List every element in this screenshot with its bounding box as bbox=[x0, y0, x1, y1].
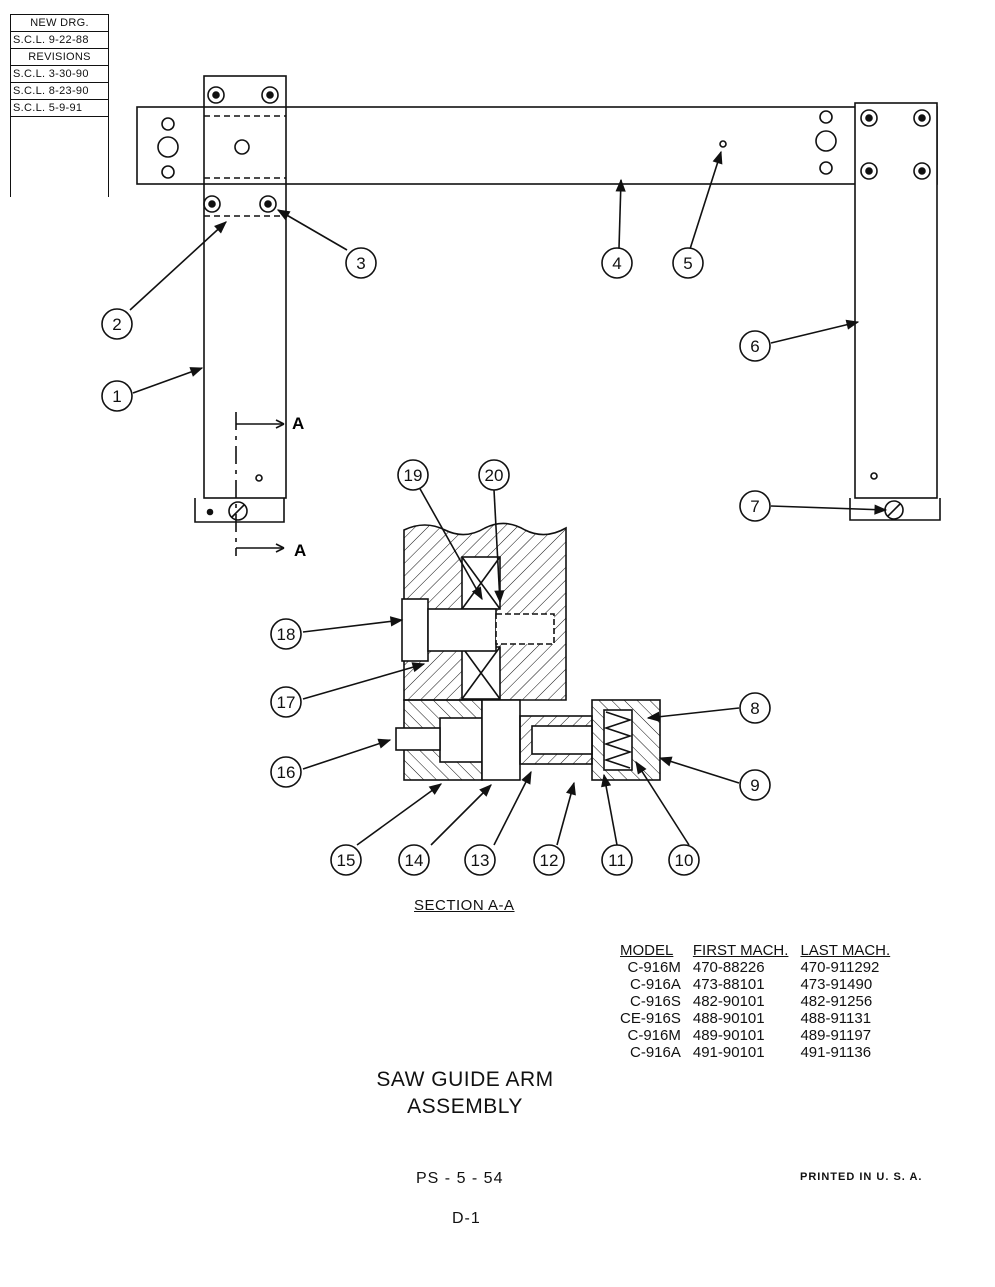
callout-number: 11 bbox=[608, 851, 626, 870]
page-code: PS - 5 - 54 bbox=[416, 1170, 504, 1187]
callout-number: 7 bbox=[750, 497, 759, 516]
last-mach-header: LAST MACH. bbox=[800, 942, 891, 959]
callout-number: 8 bbox=[750, 699, 759, 718]
callout-number: 12 bbox=[540, 851, 559, 870]
callout-circle bbox=[270, 686, 302, 718]
model-row: C-916S 482-90101 482-91256 bbox=[614, 993, 896, 1010]
callout-circle bbox=[330, 844, 362, 876]
callout-circle bbox=[672, 247, 704, 279]
callout-circle bbox=[478, 459, 510, 491]
model-cell: C-916A bbox=[630, 976, 681, 993]
model-cell: C-916M bbox=[627, 1027, 681, 1044]
callout-number: 9 bbox=[750, 776, 759, 795]
section-marker-top: A bbox=[292, 414, 304, 433]
right-plate bbox=[854, 102, 938, 499]
printed-note: PRINTED IN U. S. A. bbox=[800, 1171, 923, 1183]
callout-circle bbox=[345, 247, 377, 279]
last-mach-cell: 470-911292 bbox=[800, 959, 880, 976]
callout-number: 5 bbox=[683, 254, 692, 273]
model-row: C-916M 470-88226 470-911292 bbox=[614, 959, 896, 976]
revision-row: S.C.L. 8-23-90 bbox=[11, 83, 108, 100]
callout-circle bbox=[464, 844, 496, 876]
model-row: C-916M 489-90101 489-91197 bbox=[614, 1027, 896, 1044]
callout-circle bbox=[270, 756, 302, 788]
drawing-title: SAW GUIDE ARM ASSEMBLY bbox=[340, 1066, 590, 1120]
first-mach-cell: 491-90101 bbox=[692, 1044, 765, 1061]
first-mach-header: FIRST MACH. bbox=[692, 942, 789, 959]
callout-circle bbox=[739, 490, 771, 522]
callout-number: 3 bbox=[356, 254, 365, 273]
left-foot bbox=[194, 498, 285, 523]
model-cell: C-916S bbox=[630, 993, 681, 1010]
callout-number: 20 bbox=[485, 466, 504, 485]
model-cell: C-916M bbox=[627, 959, 681, 976]
callout-number: 19 bbox=[404, 466, 423, 485]
callout-circle bbox=[101, 308, 133, 340]
callout-number: 10 bbox=[675, 851, 694, 870]
callout-circle bbox=[398, 844, 430, 876]
callout-number: 15 bbox=[337, 851, 356, 870]
callout-number: 4 bbox=[612, 254, 621, 273]
model-row: C-916A 491-90101 491-91136 bbox=[614, 1044, 896, 1061]
callout-number: 1 bbox=[112, 387, 121, 406]
section-marker-bottom: A bbox=[294, 541, 306, 560]
model-row: CE-916S 488-90101 488-91131 bbox=[614, 1010, 896, 1027]
callout-number: 2 bbox=[112, 315, 121, 334]
model-cell: CE-916S bbox=[620, 1010, 681, 1027]
callout-circle bbox=[739, 692, 771, 724]
callout-number: 16 bbox=[277, 763, 296, 782]
title-line-2: ASSEMBLY bbox=[407, 1095, 523, 1118]
callout-circle bbox=[739, 769, 771, 801]
callout-circle bbox=[668, 844, 700, 876]
callout-number: 13 bbox=[471, 851, 490, 870]
model-header: MODEL bbox=[620, 942, 674, 959]
title-line-1: SAW GUIDE ARM bbox=[376, 1068, 554, 1091]
revision-row: S.C.L. 5-9-91 bbox=[11, 100, 108, 117]
callout-circle bbox=[533, 844, 565, 876]
callout-circle bbox=[601, 247, 633, 279]
last-mach-cell: 473-91490 bbox=[800, 976, 873, 993]
first-mach-cell: 470-88226 bbox=[692, 959, 765, 976]
revision-new: S.C.L. 9-22-88 bbox=[11, 32, 108, 49]
first-mach-cell: 489-90101 bbox=[692, 1027, 765, 1044]
section-label: SECTION A-A bbox=[414, 897, 515, 914]
last-mach-cell: 489-91197 bbox=[800, 1027, 872, 1044]
last-mach-cell: 488-91131 bbox=[800, 1010, 872, 1027]
callout-number: 17 bbox=[277, 693, 296, 712]
revision-header: NEW DRG. bbox=[11, 14, 108, 32]
callout-number: 14 bbox=[405, 851, 424, 870]
model-table: MODEL FIRST MACH. LAST MACH. C-916M 470-8… bbox=[614, 942, 896, 1061]
first-mach-cell: 488-90101 bbox=[692, 1010, 765, 1027]
revisions-label: REVISIONS bbox=[11, 49, 108, 66]
callout-circle bbox=[270, 618, 302, 650]
callout-number: 18 bbox=[277, 625, 296, 644]
left-plate bbox=[203, 75, 287, 499]
page-number: D-1 bbox=[452, 1210, 481, 1227]
callout-circle bbox=[101, 380, 133, 412]
last-mach-cell: 482-91256 bbox=[800, 993, 873, 1010]
callout-circle bbox=[397, 459, 429, 491]
first-mach-cell: 473-88101 bbox=[692, 976, 765, 993]
callout-circle bbox=[739, 330, 771, 362]
revision-block: NEW DRG. S.C.L. 9-22-88 REVISIONS S.C.L.… bbox=[10, 14, 109, 197]
callout-number: 6 bbox=[750, 337, 759, 356]
revision-row: S.C.L. 3-30-90 bbox=[11, 66, 108, 83]
last-mach-cell: 491-91136 bbox=[800, 1044, 872, 1061]
model-cell: C-916A bbox=[630, 1044, 681, 1061]
model-row: C-916A 473-88101 473-91490 bbox=[614, 976, 896, 993]
first-mach-cell: 482-90101 bbox=[692, 993, 765, 1010]
callout-circle bbox=[601, 844, 633, 876]
